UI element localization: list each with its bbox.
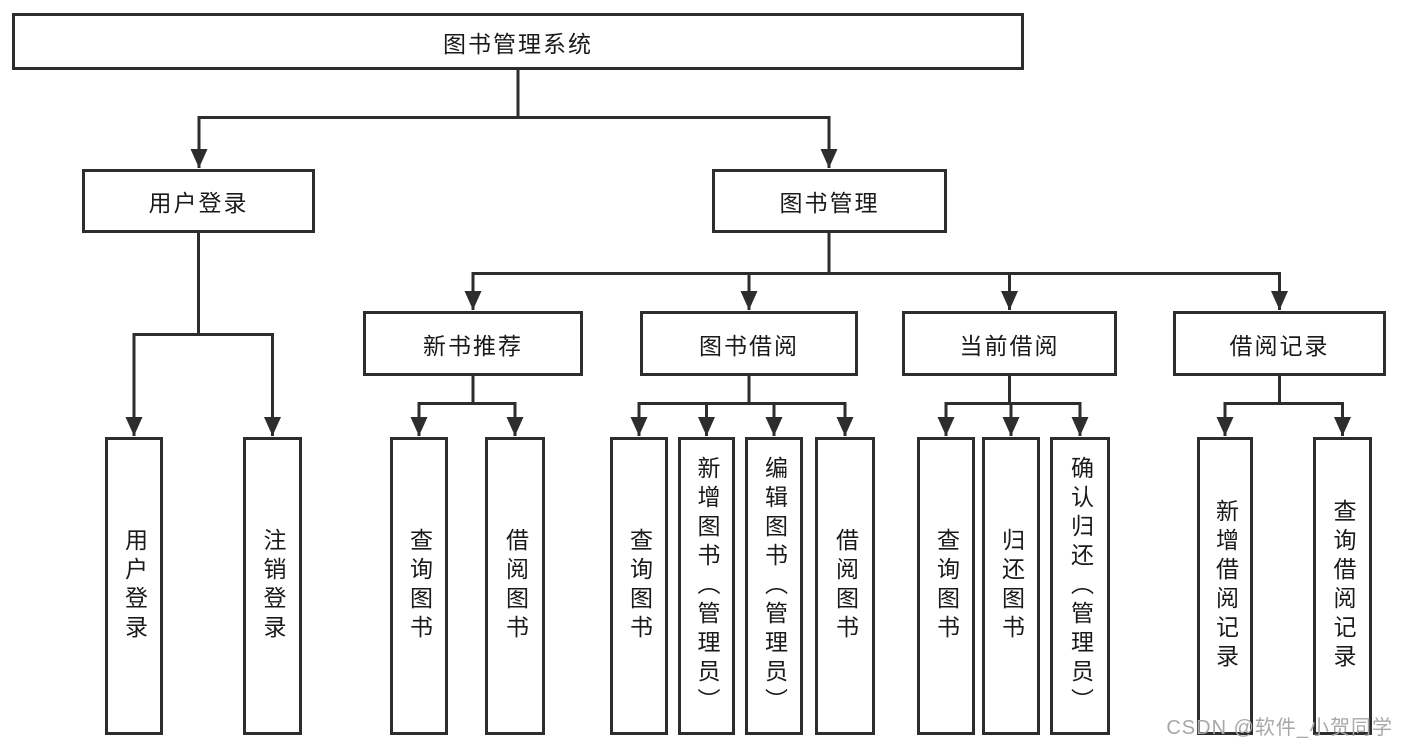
node-label: 新增借阅记录 [1212, 499, 1239, 673]
node-label: 编辑图书（管理员） [761, 455, 788, 717]
node-book-management: 图书管理 [712, 169, 947, 233]
node-label: 新增图书（管理员） [694, 455, 720, 717]
node-book-borrowing: 图书借阅 [640, 311, 858, 376]
node-user-login-leaf: 用户登录 [105, 437, 163, 735]
node-bb-borrow-books: 借阅图书 [815, 437, 875, 735]
node-label: 图书管理 [779, 190, 880, 216]
node-current-borrowing: 当前借阅 [902, 311, 1117, 376]
node-cb-return-books: 归还图书 [982, 437, 1040, 735]
node-br-query-borrow-record: 查询借阅记录 [1313, 437, 1372, 735]
node-bb-edit-books-admin: 编辑图书（管理员） [745, 437, 803, 735]
node-label: 新书推荐 [423, 332, 523, 359]
node-user-login: 用户登录 [82, 169, 315, 233]
node-label: 借阅图书 [832, 528, 859, 644]
node-label: 归还图书 [998, 528, 1025, 644]
node-bb-query-books: 查询图书 [610, 437, 668, 735]
node-nr-query-books: 查询图书 [390, 437, 448, 735]
node-label: 查询借阅记录 [1330, 499, 1356, 673]
node-label: 借阅记录 [1229, 332, 1330, 359]
node-logout: 注销登录 [243, 437, 302, 735]
node-new-book-recommendation: 新书推荐 [363, 311, 583, 376]
node-label: 查询图书 [406, 528, 433, 644]
node-label: 查询图书 [933, 528, 960, 644]
node-label: 查询图书 [626, 528, 653, 644]
node-label: 借阅图书 [502, 528, 529, 644]
node-br-add-borrow-record: 新增借阅记录 [1197, 437, 1253, 735]
node-cb-confirm-return-admin: 确认归还（管理员） [1050, 437, 1110, 735]
node-nr-borrow-books: 借阅图书 [485, 437, 545, 735]
node-label: 图书借阅 [699, 332, 799, 359]
node-cb-query-books: 查询图书 [917, 437, 975, 735]
node-library-management-system: 图书管理系统 [12, 13, 1024, 70]
node-label: 图书管理系统 [443, 30, 593, 57]
node-label: 确认归还（管理员） [1067, 455, 1094, 717]
node-bb-add-books-admin: 新增图书（管理员） [678, 437, 735, 735]
node-borrowing-records: 借阅记录 [1173, 311, 1386, 376]
node-label: 用户登录 [121, 528, 148, 644]
node-label: 用户登录 [148, 190, 249, 216]
node-label: 当前借阅 [959, 332, 1060, 359]
node-label: 注销登录 [260, 528, 286, 644]
watermark: CSDN @软件_小贺同学 [1166, 717, 1393, 739]
